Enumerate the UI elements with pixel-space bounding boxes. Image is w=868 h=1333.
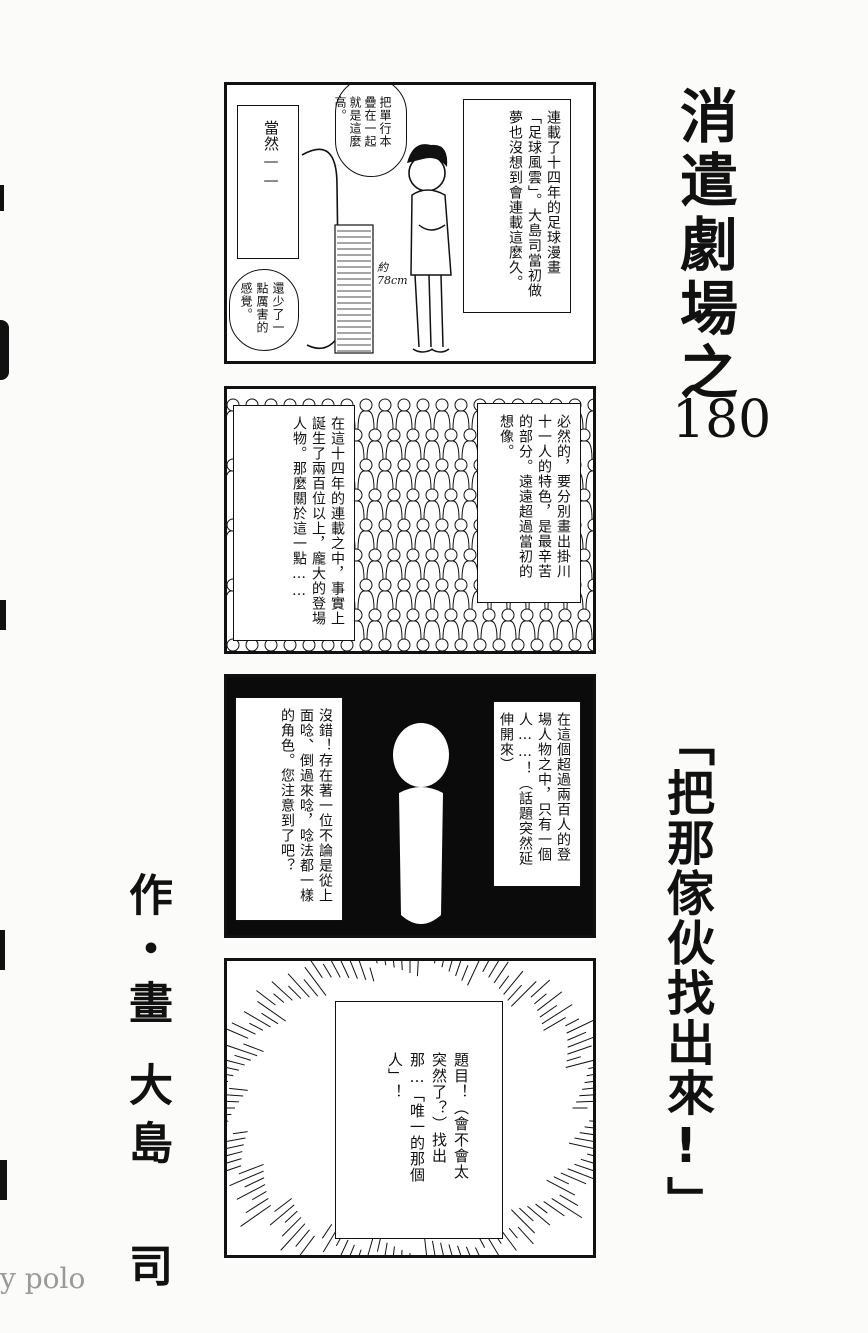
- silhouette-figure: [393, 723, 449, 924]
- focus-lines: [227, 961, 593, 1255]
- comic-panel-2: 必然的，要分別畫出掛川十一人的特色，是最辛苦的部分。遠遠超過當初的想像。 在這十…: [224, 386, 596, 654]
- subtitle: 「把那傢伙找出來!」: [658, 718, 714, 1226]
- panel1-measure-label: 約78cm: [377, 261, 408, 287]
- panel1-speech-bottom: 還少了一點厲害的感覺。: [229, 269, 299, 351]
- panel3-narration-right: 在這個超過兩百人的登場人物之中，只有一個人……！（話題突然延伸開來）: [493, 701, 581, 887]
- author-label: 作・畫: [121, 872, 172, 1034]
- comic-panel-3: 在這個超過兩百人的登場人物之中，只有一個人……！（話題突然延伸開來） 沒錯！存在…: [224, 674, 596, 938]
- page-edge-mark: [0, 185, 4, 211]
- page-edge-mark: [0, 1160, 7, 1200]
- watermark: y polo: [0, 1262, 86, 1295]
- author-name: 大島 司: [121, 1062, 172, 1301]
- panel1-label: 當然——: [237, 105, 299, 259]
- panel4-narration: 題目！（會不會太突然了？）找出那…「唯一的那個人」！: [335, 1001, 503, 1239]
- panel1-art: [301, 144, 452, 354]
- comic-panel-4: 題目！（會不會太突然了？）找出那…「唯一的那個人」！: [224, 958, 596, 1258]
- page-edge-mark: [0, 600, 6, 630]
- panel3-narration-left: 沒錯！存在著一位不論是從上面唸、倒過來唸，唸法都一樣的角色。您注意到了吧？: [235, 697, 343, 921]
- panel1-narration: 連載了十四年的足球漫畫「足球風雲」。大島司當初做夢也沒想到會連載這麼久。: [463, 99, 571, 313]
- series-title: 消遣劇場之: [670, 86, 738, 406]
- episode-number: 180: [672, 390, 772, 450]
- panel1-speech-top: 把單行本疊在一起就是這麼高。: [333, 85, 407, 177]
- panel2-narration-right: 必然的，要分別畫出掛川十一人的特色，是最辛苦的部分。遠遠超過當初的想像。: [477, 403, 581, 603]
- page-edge-mark: [0, 320, 9, 380]
- page-edge-mark: [0, 930, 5, 970]
- panel2-narration-left: 在這十四年的連載之中，事實上誕生了兩百位以上，龐大的登場人物。那麼關於這一點……: [233, 405, 355, 641]
- comic-panel-1: 連載了十四年的足球漫畫「足球風雲」。大島司當初做夢也沒想到會連載這麼久。 把單行…: [224, 82, 596, 364]
